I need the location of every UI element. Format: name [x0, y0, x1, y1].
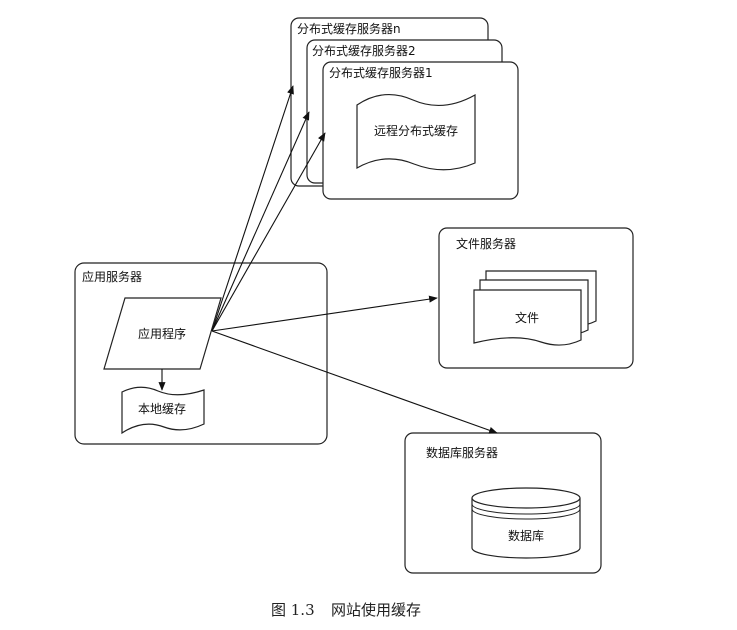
- dist-cache-server-2-label: 分布式缓存服务器2: [312, 43, 416, 58]
- local-cache-shape: 本地缓存: [121, 386, 205, 435]
- figure-caption: 网站使用缓存: [331, 601, 421, 619]
- database-cylinder-icon: 数据库: [471, 487, 581, 559]
- app-program-label: 应用程序: [138, 326, 186, 341]
- dist-cache-server-1-label: 分布式缓存服务器1: [329, 65, 433, 80]
- local-cache-label: 本地缓存: [138, 402, 186, 416]
- arrow-to-file-server: [211, 295, 438, 332]
- file-server-label: 文件服务器: [456, 236, 516, 251]
- figure-number: 图 1.3: [271, 601, 315, 619]
- arrow-to-dist-cache-n: [211, 85, 294, 332]
- remote-cache-shape: 远程分布式缓存: [356, 93, 476, 171]
- remote-cache-label: 远程分布式缓存: [374, 123, 458, 138]
- app-program-shape: 应用程序: [103, 297, 222, 370]
- arrow-to-dist-cache-1: [211, 132, 326, 332]
- arrow-to-dist-cache-2: [211, 111, 310, 332]
- dist-cache-server-n-label: 分布式缓存服务器n: [297, 21, 401, 36]
- database-label: 数据库: [508, 528, 544, 543]
- db-server-label: 数据库服务器: [426, 445, 498, 460]
- arrow-to-db-server: [211, 330, 498, 434]
- app-server-label: 应用服务器: [82, 269, 142, 284]
- file-stack-shape: 文件: [473, 270, 597, 346]
- file-label: 文件: [515, 310, 539, 325]
